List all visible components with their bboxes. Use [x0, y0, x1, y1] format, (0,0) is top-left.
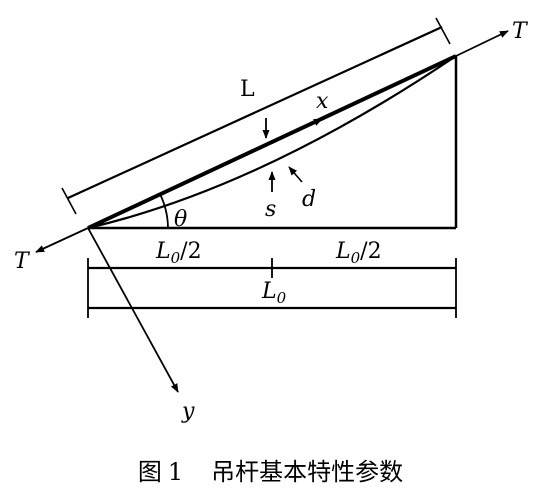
half-span-right-label: L0/2 — [335, 239, 382, 267]
tension-arrow-left — [35, 227, 89, 253]
tension-arrow-right — [455, 30, 509, 57]
y-axis-arrow — [87, 227, 179, 393]
angle-label: θ — [174, 207, 187, 232]
x-axis-label: x — [316, 89, 329, 114]
length-label: L — [240, 77, 255, 102]
length-tick-left — [61, 187, 77, 215]
caption-number: 1 — [167, 458, 184, 486]
diameter-arrow — [288, 166, 303, 183]
sag-label: s — [265, 197, 276, 222]
length-tick-right — [435, 17, 451, 45]
chord-line — [87, 54, 457, 230]
caption-prefix: 图 — [137, 458, 162, 486]
tension-label-right: T — [512, 19, 529, 44]
length-dimension-line — [67, 25, 443, 200]
y-axis-label: y — [181, 399, 195, 424]
diameter-label: d — [302, 187, 316, 212]
half-span-left-label: L0/2 — [155, 239, 202, 267]
tension-label-left: T — [14, 249, 31, 274]
sag-curve — [87, 55, 457, 230]
x-axis-arrow — [289, 118, 323, 135]
span-label: L0 — [261, 279, 287, 307]
angle-arc — [159, 193, 169, 229]
caption-title: 吊杆基本特性参数 — [211, 458, 404, 486]
